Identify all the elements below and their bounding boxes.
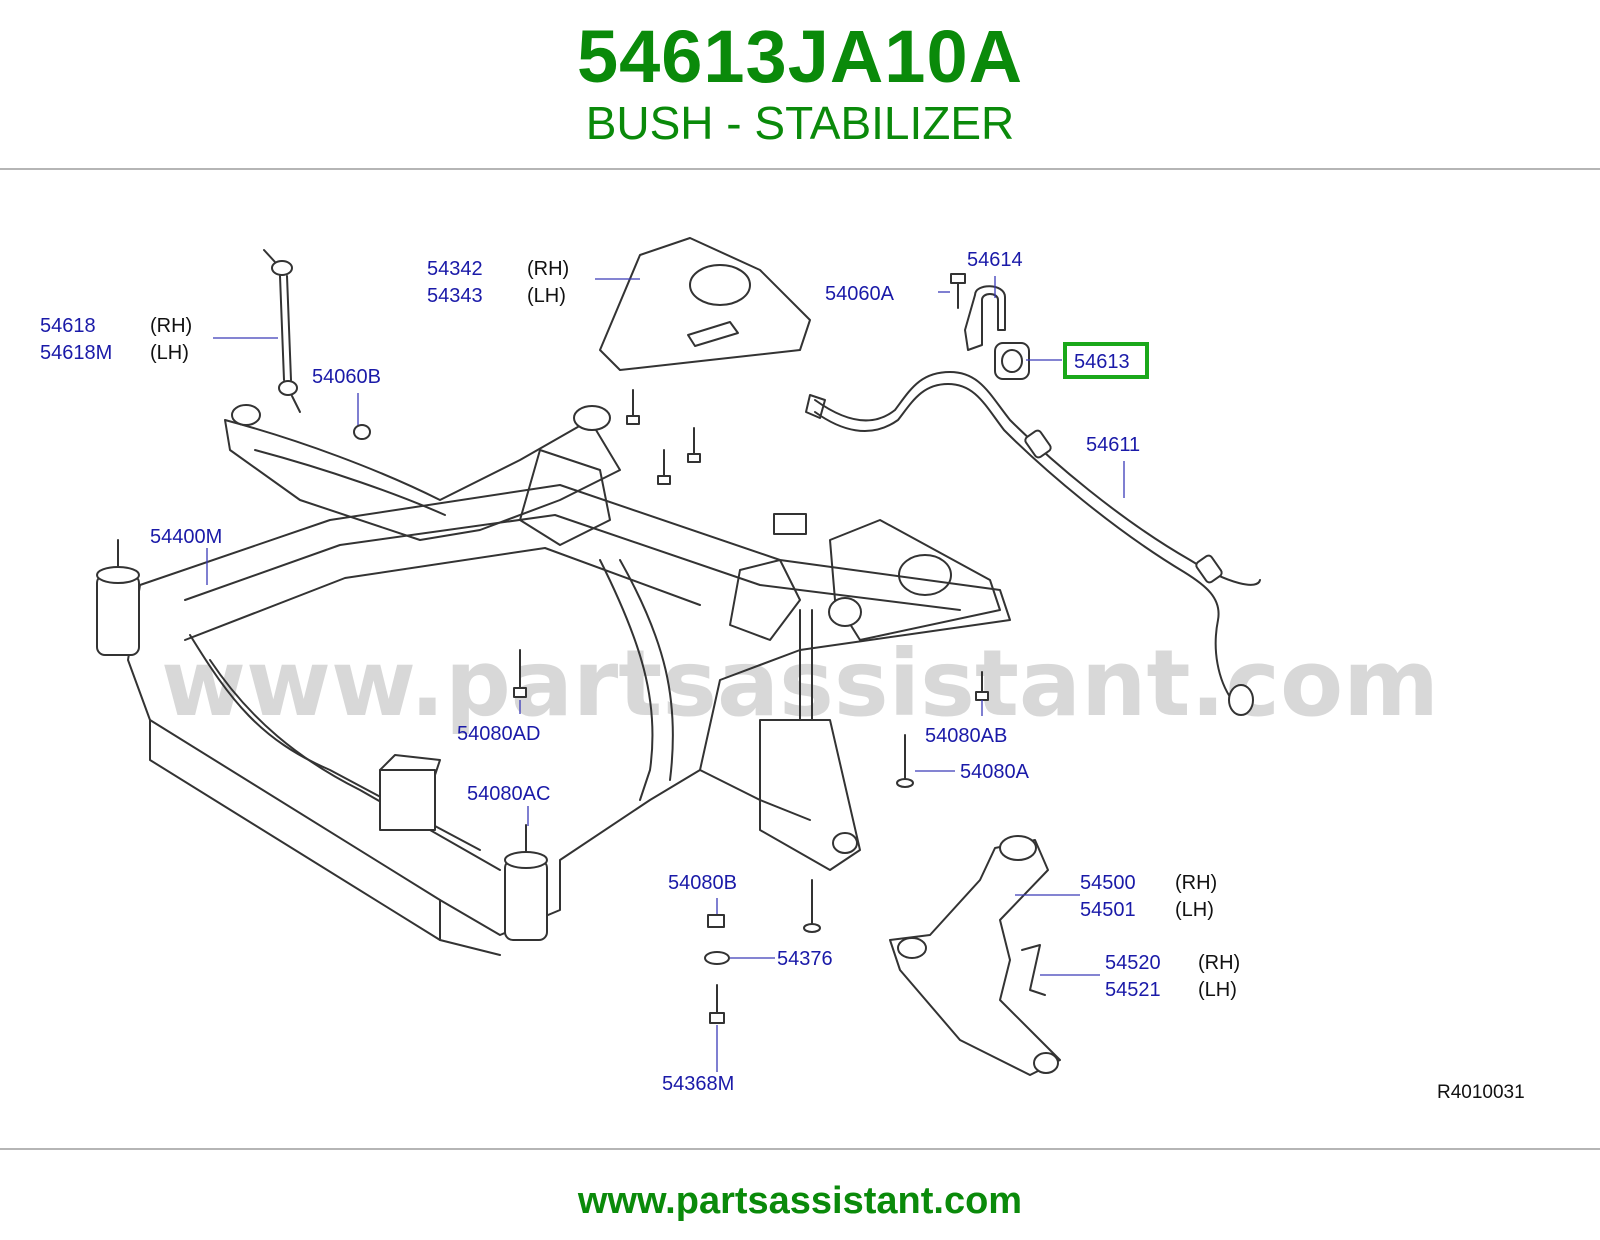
label-54618-side: (RH) bbox=[150, 315, 192, 337]
bracket-plate-drawing bbox=[599, 237, 811, 371]
label-54614[interactable]: 54614 bbox=[967, 249, 1023, 271]
part-description: BUSH - STABILIZER bbox=[585, 97, 1015, 149]
label-54618[interactable]: 54618 bbox=[40, 315, 96, 337]
header-divider bbox=[0, 168, 1600, 170]
subframe-drawing bbox=[96, 404, 1011, 956]
label-54080ac[interactable]: 54080AC bbox=[467, 783, 550, 805]
label-54618m[interactable]: 54618M bbox=[40, 342, 112, 364]
label-54520[interactable]: 54520 bbox=[1105, 952, 1161, 974]
footer-website-link[interactable]: www.partsassistant.com bbox=[577, 1180, 1023, 1222]
label-54080ab[interactable]: 54080AB bbox=[925, 725, 1007, 747]
label-54343-side: (LH) bbox=[527, 285, 566, 307]
label-54500[interactable]: 54500 bbox=[1080, 872, 1136, 894]
highlight-box bbox=[1063, 342, 1149, 379]
stabilizer-clamp-drawing bbox=[964, 285, 1006, 351]
label-54060b[interactable]: 54060B bbox=[312, 366, 381, 388]
label-54080ad[interactable]: 54080AD bbox=[457, 723, 540, 745]
label-54520-side: (RH) bbox=[1198, 952, 1240, 974]
label-54080a[interactable]: 54080A bbox=[960, 761, 1030, 783]
label-54342[interactable]: 54342 bbox=[427, 258, 483, 280]
label-54521[interactable]: 54521 bbox=[1105, 979, 1161, 1001]
label-54368m[interactable]: 54368M bbox=[662, 1073, 734, 1095]
label-54501[interactable]: 54501 bbox=[1080, 899, 1136, 921]
stabilizer-link-drawing bbox=[263, 249, 301, 413]
label-54343[interactable]: 54343 bbox=[427, 285, 483, 307]
label-54500-side: (RH) bbox=[1175, 872, 1217, 894]
label-54613[interactable]: 54613 bbox=[1074, 351, 1130, 373]
stabilizer-bush-drawing bbox=[994, 342, 1030, 380]
diagram-reference-code: R4010031 bbox=[1437, 1082, 1525, 1103]
label-54521-side: (LH) bbox=[1198, 979, 1237, 1001]
label-54501-side: (LH) bbox=[1175, 899, 1214, 921]
label-54342-side: (RH) bbox=[527, 258, 569, 280]
lower-control-arm-drawing bbox=[889, 835, 1061, 1076]
bolts-drawing bbox=[353, 273, 989, 1024]
label-54060a[interactable]: 54060A bbox=[825, 283, 895, 305]
label-54080b[interactable]: 54080B bbox=[668, 872, 737, 894]
leader-lines bbox=[206, 276, 1125, 1072]
label-54618m-side: (LH) bbox=[150, 342, 189, 364]
label-54376[interactable]: 54376 bbox=[777, 948, 833, 970]
part-number-title: 54613JA10A bbox=[576, 15, 1024, 98]
footer-divider bbox=[0, 1148, 1600, 1150]
label-54611[interactable]: 54611 bbox=[1086, 434, 1140, 456]
label-54400m[interactable]: 54400M bbox=[150, 526, 222, 548]
stabilizer-bar-drawing bbox=[805, 371, 1261, 716]
